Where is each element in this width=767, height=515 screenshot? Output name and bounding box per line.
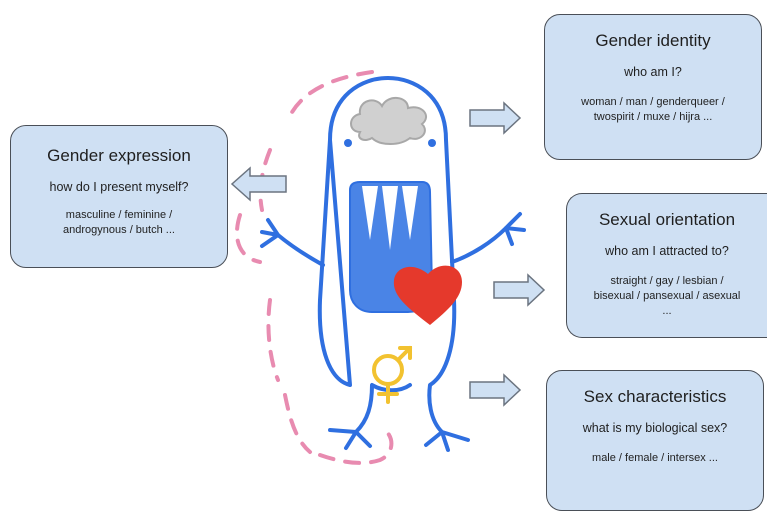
sexual-orientation-examples-line: ... <box>573 304 761 319</box>
sexual-orientation-examples: straight / gay / lesbian / bisexual / pa… <box>567 274 767 319</box>
gender-identity-examples-line: twospirit / muxe / hijra ... <box>551 110 755 125</box>
sex-characteristics-box: Sex characteristics what is my biologica… <box>546 370 764 511</box>
sexual-orientation-title: Sexual orientation <box>567 210 767 230</box>
gender-identity-box: Gender identity who am I? woman / man / … <box>544 14 762 160</box>
sexual-orientation-question: who am I attracted to? <box>567 244 767 258</box>
gender-identity-question: who am I? <box>545 65 761 79</box>
sex-characteristics-question: what is my biological sex? <box>547 421 763 435</box>
arrow-to-identity <box>470 103 520 133</box>
gender-symbol-icon <box>374 348 410 402</box>
sex-characteristics-examples-line: male / female / intersex ... <box>553 451 757 466</box>
gender-identity-examples-line: woman / man / genderqueer / <box>551 95 755 110</box>
gender-expression-title: Gender expression <box>11 146 227 166</box>
gender-identity-title: Gender identity <box>545 31 761 51</box>
right-eye-icon <box>428 139 436 147</box>
sexual-orientation-examples-line: bisexual / pansexual / asexual <box>573 289 761 304</box>
sexual-orientation-examples-line: straight / gay / lesbian / <box>573 274 761 289</box>
sex-characteristics-examples: male / female / intersex ... <box>547 451 763 466</box>
gender-expression-examples-line: masculine / feminine / <box>17 208 221 223</box>
gender-expression-question: how do I present myself? <box>11 180 227 194</box>
gender-expression-examples-line: androgynous / butch ... <box>17 223 221 238</box>
sex-characteristics-title: Sex characteristics <box>547 387 763 407</box>
gender-expression-box: Gender expression how do I present mysel… <box>10 125 228 268</box>
arrow-to-orientation <box>494 275 544 305</box>
gender-identity-examples: woman / man / genderqueer / twospirit / … <box>545 95 761 125</box>
arrow-to-expression <box>232 168 286 200</box>
left-eye-icon <box>344 139 352 147</box>
arrow-to-sex <box>470 375 520 405</box>
gender-expression-examples: masculine / feminine / androgynous / but… <box>11 208 227 238</box>
sexual-orientation-box: Sexual orientation who am I attracted to… <box>566 193 767 338</box>
creature-left-arm <box>262 220 323 265</box>
creature-right-arm <box>452 214 524 262</box>
